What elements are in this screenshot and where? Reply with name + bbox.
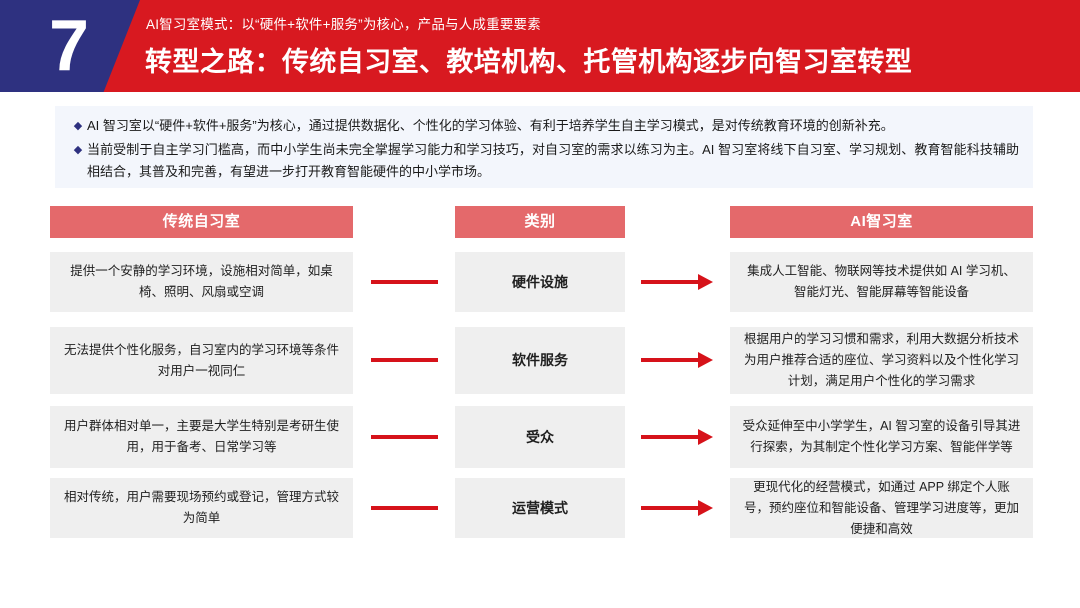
cell-category-2[interactable]: 受众 bbox=[455, 406, 625, 468]
connector-arrow-1 bbox=[641, 352, 713, 368]
slide-number: 7 bbox=[48, 6, 90, 86]
column-header-category[interactable]: 类别 bbox=[455, 206, 625, 238]
page-banner: 7 AI智习室模式：以“硬件+软件+服务”为核心，产品与人成重要要素 转型之路：… bbox=[0, 0, 1080, 92]
banner-title: 转型之路：传统自习室、教培机构、托管机构逐步向智习室转型 bbox=[145, 47, 913, 77]
bullet-text: 当前受制于自主学习门槛高，而中小学生尚未完全掌握学习能力和学习技巧，对自习室的需… bbox=[87, 142, 1019, 179]
cell-left-2[interactable]: 用户群体相对单一，主要是大学生特别是考研生使用，用于备考、日常学习等 bbox=[50, 406, 353, 468]
connector-line-0 bbox=[371, 280, 438, 284]
intro-summary-box: ◆ AI 智习室以“硬件+软件+服务”为核心，通过提供数据化、个性化的学习体验、… bbox=[55, 106, 1033, 188]
cell-left-1[interactable]: 无法提供个性化服务，自习室内的学习环境等条件对用户一视同仁 bbox=[50, 327, 353, 394]
column-header-traditional[interactable]: 传统自习室 bbox=[50, 206, 353, 238]
connector-line-3 bbox=[371, 506, 438, 510]
cell-category-3[interactable]: 运营模式 bbox=[455, 478, 625, 538]
banner-subtitle: AI智习室模式：以“硬件+软件+服务”为核心，产品与人成重要要素 bbox=[146, 17, 541, 32]
cell-right-1[interactable]: 根据用户的学习习惯和需求，利用大数据分析技术为用户推荐合适的座位、学习资料以及个… bbox=[730, 327, 1033, 394]
cell-right-0[interactable]: 集成人工智能、物联网等技术提供如 AI 学习机、智能灯光、智能屏幕等智能设备 bbox=[730, 252, 1033, 312]
connector-arrow-3 bbox=[641, 500, 713, 516]
connector-arrow-0 bbox=[641, 274, 713, 290]
bullet-text: AI 智习室以“硬件+软件+服务”为核心，通过提供数据化、个性化的学习体验、有利… bbox=[87, 118, 894, 133]
cell-left-3[interactable]: 相对传统，用户需要现场预约或登记，管理方式较为简单 bbox=[50, 478, 353, 538]
bullet-item: ◆ 当前受制于自主学习门槛高，而中小学生尚未完全掌握学习能力和学习技巧，对自习室… bbox=[69, 139, 1019, 183]
cell-category-0[interactable]: 硬件设施 bbox=[455, 252, 625, 312]
connector-arrow-2 bbox=[641, 429, 713, 445]
connector-line-2 bbox=[371, 435, 438, 439]
cell-right-2[interactable]: 受众延伸至中小学学生，AI 智习室的设备引导其进行探索，为其制定个性化学习方案、… bbox=[730, 406, 1033, 468]
diamond-bullet-icon: ◆ bbox=[73, 120, 83, 132]
cell-right-3[interactable]: 更现代化的经营模式，如通过 APP 绑定个人账号，预约座位和智能设备、管理学习进… bbox=[730, 478, 1033, 538]
banner-divider bbox=[0, 92, 1080, 94]
connector-line-1 bbox=[371, 358, 438, 362]
cell-category-1[interactable]: 软件服务 bbox=[455, 327, 625, 394]
bullet-item: ◆ AI 智习室以“硬件+软件+服务”为核心，通过提供数据化、个性化的学习体验、… bbox=[69, 115, 1019, 137]
column-header-ai[interactable]: AI智习室 bbox=[730, 206, 1033, 238]
diamond-bullet-icon: ◆ bbox=[73, 144, 83, 156]
cell-left-0[interactable]: 提供一个安静的学习环境，设施相对简单，如桌椅、照明、风扇或空调 bbox=[50, 252, 353, 312]
